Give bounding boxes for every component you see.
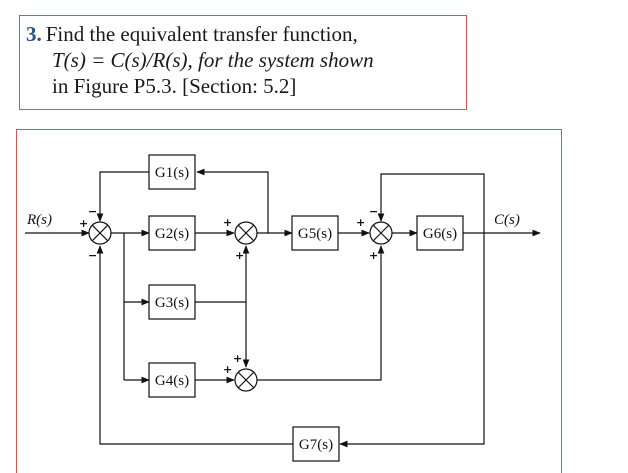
block-g2: G2(s) [148,215,196,251]
block-g3-label: G3(s) [155,295,189,311]
summing-junction-4 [234,368,258,392]
sign-s1-top: − [88,205,97,218]
wire-feedback-s3 [377,173,485,233]
sign-s4-left: + [223,363,232,376]
block-g3: G3(s) [148,284,196,320]
summing-junction-2 [234,221,258,245]
sign-s1-bottom: − [88,249,97,262]
block-g6: G6(s) [416,215,464,251]
figure-frame [16,129,562,473]
junction-signs: + − − + + + − + + + [79,205,378,376]
problem-text: 3.Find the equivalent transfer function,… [26,21,456,99]
sign-s2-left: + [223,216,232,229]
output-label: C(s) [494,212,520,228]
block-g7: G7(s) [292,426,340,462]
problem-line-2: T(s) = C(s)/R(s), for the system shown [52,48,374,72]
block-g7-label: G7(s) [299,437,333,453]
block-g5: G5(s) [291,215,339,251]
block-g4-label: G4(s) [155,373,189,389]
wire-g7-s1 [96,245,293,445]
sign-s1-left: + [79,217,88,230]
summing-junction-3 [369,221,393,245]
problem-number: 3. [26,22,42,46]
block-g1: G1(s) [148,154,196,190]
summing-junction-1 [88,221,112,245]
wire-branch-g1 [196,168,269,233]
block-g5-label: G5(s) [298,226,332,242]
block-g2-label: G2(s) [155,226,189,242]
problem-line-1-text: Find the equivalent transfer function, [45,22,358,46]
problem-line-1: 3.Find the equivalent transfer function, [26,21,456,47]
signal-wires [25,168,541,448]
sign-s4-top: + [233,352,242,365]
problem-line-3: in Figure P5.3. [Section: 5.2] [52,74,297,98]
wire-s4-s3 [257,245,385,381]
sign-s2-bottom: + [235,249,244,262]
input-label: R(s) [26,212,52,228]
block-g4: G4(s) [148,362,196,398]
sign-s3-top: − [369,205,378,218]
block-g1-label: G1(s) [155,165,189,181]
wire-g1-s1 [96,171,149,222]
sign-s3-left: + [356,216,365,229]
wire-to-g7 [339,233,485,448]
problem-statement-box: 3.Find the equivalent transfer function,… [19,15,467,110]
block-g6-label: G6(s) [423,226,457,242]
sign-s3-bottom: + [369,249,378,262]
